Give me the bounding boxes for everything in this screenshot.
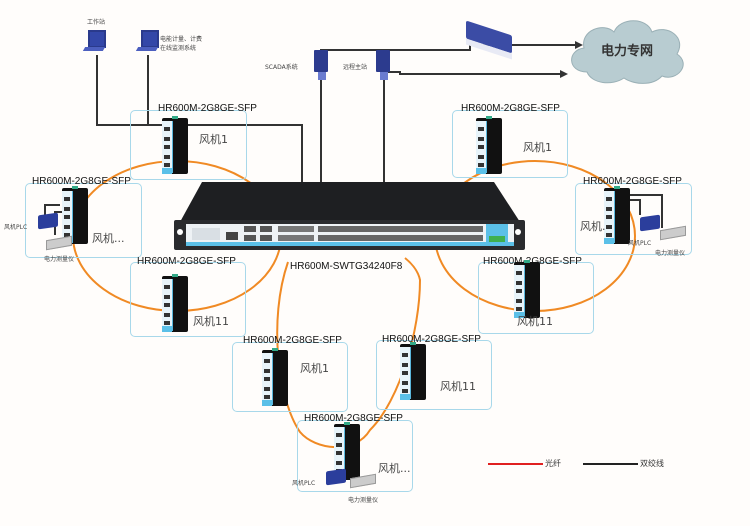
fan-label: 风机11 — [517, 315, 553, 328]
remote-label: 远程主站 — [343, 64, 368, 71]
plc-label: 风机PLC — [4, 224, 28, 231]
wire-remote — [383, 71, 560, 185]
node-model-label: HR600M-2G8GE-SFP — [304, 413, 403, 424]
node-box — [232, 342, 348, 412]
server-icon — [314, 50, 328, 80]
plc-label: 风机PLC — [628, 240, 652, 247]
industrial-switch-icon[interactable] — [162, 274, 188, 332]
legend-fiber-label: 光纤 — [545, 459, 561, 468]
meter-label: 电力测量仪 — [44, 256, 75, 263]
node-box — [130, 262, 246, 337]
fan-label: 风机11 — [193, 315, 229, 328]
cloud-icon: 电力专网 — [562, 12, 692, 87]
meter-label: 电力测量仪 — [655, 250, 686, 257]
node-box — [452, 110, 568, 178]
node-model-label: HR600M-2G8GE-SFP — [137, 256, 236, 267]
wire-meter-right — [630, 194, 663, 228]
industrial-switch-icon[interactable] — [476, 116, 502, 174]
fan-label: 风机11 — [440, 380, 476, 393]
plc-icon — [38, 212, 58, 230]
fan-label: 风机... — [92, 232, 125, 245]
industrial-switch-icon[interactable] — [62, 186, 88, 244]
node-model-label: HR600M-2G8GE-SFP — [158, 103, 257, 114]
metering-label-1: 电能计量、计费 — [160, 36, 203, 43]
metering-label-2: 在线监测系统 — [160, 45, 197, 52]
node-box — [575, 183, 692, 255]
wire-workstation — [96, 55, 303, 185]
node-model-label: HR600M-2G8GE-SFP — [483, 256, 582, 267]
workstation-label: 工作站 — [87, 19, 106, 26]
node-model-label: HR600M-2G8GE-SFP — [461, 103, 560, 114]
industrial-switch-icon[interactable] — [604, 186, 630, 244]
legend-twisted-pair-label: 双绞线 — [640, 459, 664, 468]
node-box — [297, 420, 413, 492]
node-box — [376, 340, 492, 410]
rack-switch-icon — [174, 182, 525, 250]
node-model-label: HR600M-2G8GE-SFP — [243, 335, 342, 346]
core-switch-model: HR600M-SWTG34240F8 — [290, 261, 403, 272]
scada-label: SCADA系统 — [265, 64, 298, 71]
industrial-switch-icon[interactable] — [400, 342, 426, 400]
node-box — [25, 183, 142, 258]
core-switch — [172, 180, 527, 252]
legend-twisted-pair-line — [583, 463, 638, 465]
industrial-switch-icon[interactable] — [262, 348, 288, 406]
node-box — [130, 110, 247, 180]
plc-icon — [640, 214, 660, 232]
node-model-label: HR600M-2G8GE-SFP — [382, 334, 481, 345]
node-model-label: HR600M-2G8GE-SFP — [32, 176, 131, 187]
fan-label: 风机1 — [300, 362, 329, 375]
plc-label: 风机PLC — [292, 480, 316, 487]
fan-label: 风机1 — [523, 141, 552, 154]
cloud-label: 电力专网 — [600, 44, 653, 59]
legend-fiber-line — [488, 463, 543, 465]
plc-icon — [326, 468, 346, 486]
fan-label: 风机. — [580, 220, 606, 233]
fan-label: 风机... — [378, 462, 411, 475]
wire-meter-left — [54, 211, 62, 235]
industrial-switch-icon[interactable] — [514, 260, 540, 318]
wire-plc-right — [625, 199, 641, 215]
node-model-label: HR600M-2G8GE-SFP — [583, 176, 682, 187]
server-icon — [376, 50, 390, 80]
arrow-head — [575, 41, 583, 49]
meter-label: 电力测量仪 — [348, 497, 379, 504]
industrial-switch-icon[interactable] — [162, 116, 188, 174]
arrow-head — [560, 70, 568, 78]
fan-label: 风机1 — [199, 133, 228, 146]
